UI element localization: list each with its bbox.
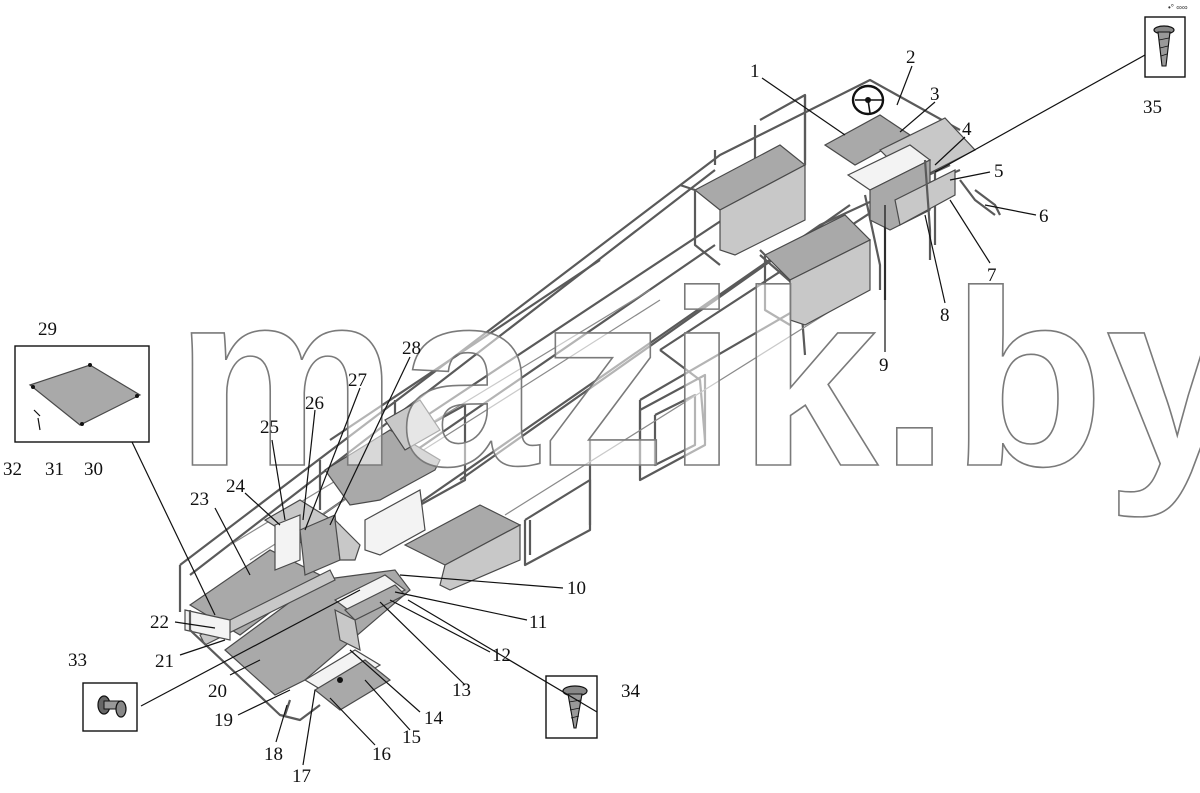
bus-frame <box>178 78 961 612</box>
wheel-arch-box-rear <box>759 214 872 326</box>
callout-35: 35 <box>1143 97 1162 118</box>
step-11 <box>343 584 407 621</box>
callout-30: 30 <box>84 459 103 480</box>
leader-lines <box>131 54 1146 766</box>
screw-icon <box>562 685 588 729</box>
callout-12: 12 <box>492 645 511 666</box>
callout-26: 26 <box>305 393 324 414</box>
callout-22: 22 <box>150 612 169 633</box>
callout-34: 34 <box>621 681 641 702</box>
seat-box-mid-side <box>439 524 521 591</box>
callout-29: 29 <box>38 319 57 340</box>
detail-box-rivet-33 <box>82 682 138 732</box>
callout-11: 11 <box>529 612 547 633</box>
callout-16: 16 <box>372 744 391 765</box>
callout-3: 3 <box>930 84 940 105</box>
callout-27: 27 <box>348 370 367 391</box>
callout-6: 6 <box>1039 206 1049 227</box>
callout-19: 19 <box>214 710 233 731</box>
callout-10: 10 <box>567 578 586 599</box>
callout-1: 1 <box>750 61 760 82</box>
callout-14: 14 <box>424 708 444 729</box>
corner-mark: •° ∞∞ <box>1168 3 1188 12</box>
callout-31: 31 <box>45 459 64 480</box>
floor-panel-mid <box>324 429 441 506</box>
rivet-icon <box>97 695 127 718</box>
callout-15: 15 <box>402 727 421 748</box>
callout-20: 20 <box>208 681 227 702</box>
callout-9: 9 <box>879 355 889 376</box>
callout-25: 25 <box>260 417 279 438</box>
rear-seat-box-25 <box>274 514 301 571</box>
wheel-arch-box-front <box>679 93 807 266</box>
rear-floor <box>184 499 411 722</box>
callout-21: 21 <box>155 651 174 672</box>
screw-icon <box>1153 25 1175 67</box>
callout-8: 8 <box>940 305 950 326</box>
steering-wheel-icon <box>851 84 885 116</box>
callout-33: 33 <box>68 650 87 671</box>
callout-32: 32 <box>3 459 22 480</box>
rear-seat-box-28 <box>334 518 361 561</box>
callouts: 1 2 3 4 5 6 7 8 9 10 11 12 13 14 15 16 1… <box>3 47 1162 787</box>
bolt-hole <box>337 677 343 683</box>
callout-7: 7 <box>987 265 997 286</box>
step-panel <box>894 169 956 226</box>
detail-box-screw-35 <box>1144 16 1186 78</box>
callout-28: 28 <box>402 338 421 359</box>
floor-panel-mid-2 <box>384 399 441 451</box>
callout-5: 5 <box>994 161 1004 182</box>
callout-17: 17 <box>292 766 311 787</box>
callout-4: 4 <box>962 119 972 140</box>
step-16 <box>313 659 392 711</box>
callout-23: 23 <box>190 489 209 510</box>
callout-13: 13 <box>452 680 471 701</box>
middle-floor <box>324 399 522 591</box>
step-14 <box>334 608 361 652</box>
watermark-text: mazik.by <box>175 239 1200 518</box>
callout-2: 2 <box>906 47 916 68</box>
floor-panel-mid-3 <box>364 489 426 556</box>
callout-24: 24 <box>226 476 246 497</box>
detail-box-plate <box>14 345 150 443</box>
callout-18: 18 <box>264 744 283 765</box>
